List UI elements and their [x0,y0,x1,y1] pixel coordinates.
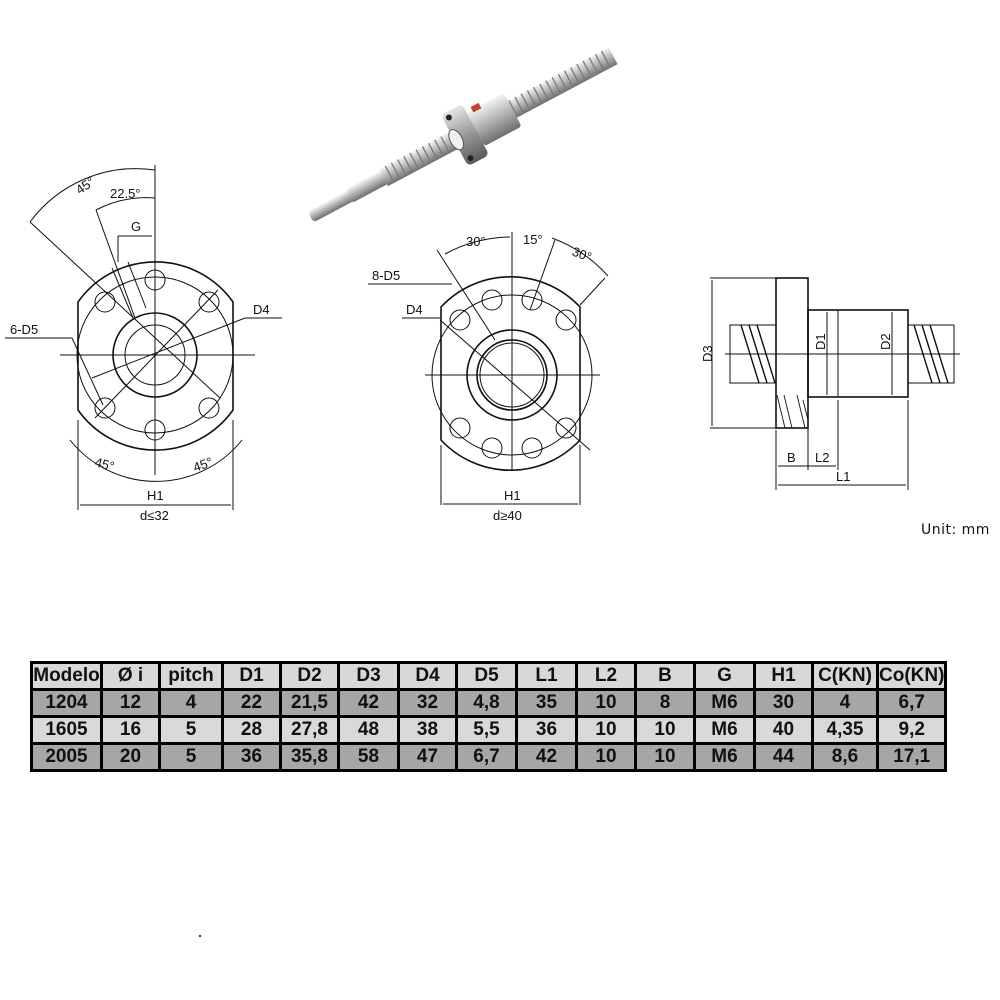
svg-text:D4: D4 [406,302,423,317]
svg-text:22.5°: 22.5° [110,186,141,201]
header-d1: D1 [221,661,282,691]
cell: 10 [575,742,637,772]
flange-view-small: 45° 22.5° G D4 6-D5 45° 45° H1 d≤32 [5,165,282,523]
cell: 8,6 [811,742,879,772]
svg-text:D1: D1 [813,333,828,350]
cell: 22 [221,688,282,718]
cell: 10 [634,715,696,745]
cell: 38 [397,715,458,745]
svg-text:G: G [131,219,141,234]
cell: 47 [397,742,458,772]
header-b: B [634,661,696,691]
cell: 12 [100,688,161,718]
svg-text:30°: 30° [570,244,594,265]
cell: 28 [221,715,282,745]
svg-text:45°: 45° [191,454,215,475]
ball-screw-spec-table: Modelo Ø i pitch D1 D2 D3 D4 D5 L1 L2 B … [30,661,948,772]
nut-side-view: D3 D1 D2 B L2 L1 [700,277,960,490]
svg-text:d≤32: d≤32 [140,508,169,523]
cell: 35,8 [279,742,340,772]
cell: M6 [693,688,756,718]
cell: 36 [221,742,282,772]
cell: M6 [693,715,756,745]
svg-text:6-D5: 6-D5 [10,322,38,337]
cell: 4,8 [455,688,518,718]
header-l2: L2 [575,661,637,691]
cell: 44 [753,742,814,772]
unit-label: Unit: mm [921,522,990,538]
cell: 17,1 [875,742,948,772]
cell: 5 [158,742,224,772]
header-l1: L1 [515,661,578,691]
cell: 10 [575,688,637,718]
table-header-row: Modelo Ø i pitch D1 D2 D3 D4 D5 L1 L2 B … [30,661,948,691]
header-co-kn: Co(KN) [875,661,948,691]
cell: 10 [575,715,637,745]
cell: 27,8 [279,715,340,745]
cell: 16 [100,715,161,745]
header-d3: D3 [337,661,400,691]
header-d4: D4 [397,661,458,691]
cell: 1204 [30,688,103,718]
cell: 9,2 [875,715,948,745]
svg-text:45°: 45° [93,454,116,474]
svg-text:D2: D2 [878,333,893,350]
svg-text:H1: H1 [147,488,164,503]
stray-dot [199,935,201,937]
cell: 5 [158,715,224,745]
cell: 1605 [30,715,103,745]
cell: 42 [337,688,400,718]
header-g: G [693,661,756,691]
ball-screw-photo [309,47,618,222]
svg-text:D4: D4 [253,302,270,317]
header-inner-diameter: Ø i [100,661,161,691]
svg-text:D3: D3 [700,345,715,362]
header-modelo: Modelo [30,661,103,691]
cell: 5,5 [455,715,518,745]
cell: 35 [515,688,578,718]
svg-text:30°: 30° [466,234,486,249]
svg-text:L2: L2 [815,450,829,465]
header-d5: D5 [455,661,518,691]
header-pitch: pitch [158,661,224,691]
svg-text:d≥40: d≥40 [493,508,522,523]
table-row: 1204 12 4 22 21,5 42 32 4,8 35 10 8 M6 3… [30,688,948,718]
flange-view-large: 30° 15° 30° 8-D5 D4 H1 d≥40 [368,232,609,523]
svg-text:H1: H1 [504,488,521,503]
table-row: 2005 20 5 36 35,8 58 47 6,7 42 10 10 M6 … [30,742,948,772]
cell: 42 [515,742,578,772]
cell: 58 [337,742,400,772]
cell: 40 [753,715,814,745]
cell: 4 [811,688,879,718]
header-c-kn: C(KN) [811,661,879,691]
cell: 2005 [30,742,103,772]
cell: 6,7 [875,688,948,718]
cell: 6,7 [455,742,518,772]
cell: 20 [100,742,161,772]
cell: 4,35 [811,715,879,745]
svg-text:L1: L1 [836,469,850,484]
header-d2: D2 [279,661,340,691]
cell: 30 [753,688,814,718]
svg-text:B: B [787,450,796,465]
cell: 4 [158,688,224,718]
svg-text:45°: 45° [73,174,98,198]
cell: 8 [634,688,696,718]
cell: 36 [515,715,578,745]
cell: 32 [397,688,458,718]
cell: M6 [693,742,756,772]
svg-text:8-D5: 8-D5 [372,268,400,283]
header-h1: H1 [753,661,814,691]
cell: 10 [634,742,696,772]
cell: 21,5 [279,688,340,718]
svg-text:15°: 15° [523,232,543,247]
cell: 48 [337,715,400,745]
table-row: 1605 16 5 28 27,8 48 38 5,5 36 10 10 M6 … [30,715,948,745]
